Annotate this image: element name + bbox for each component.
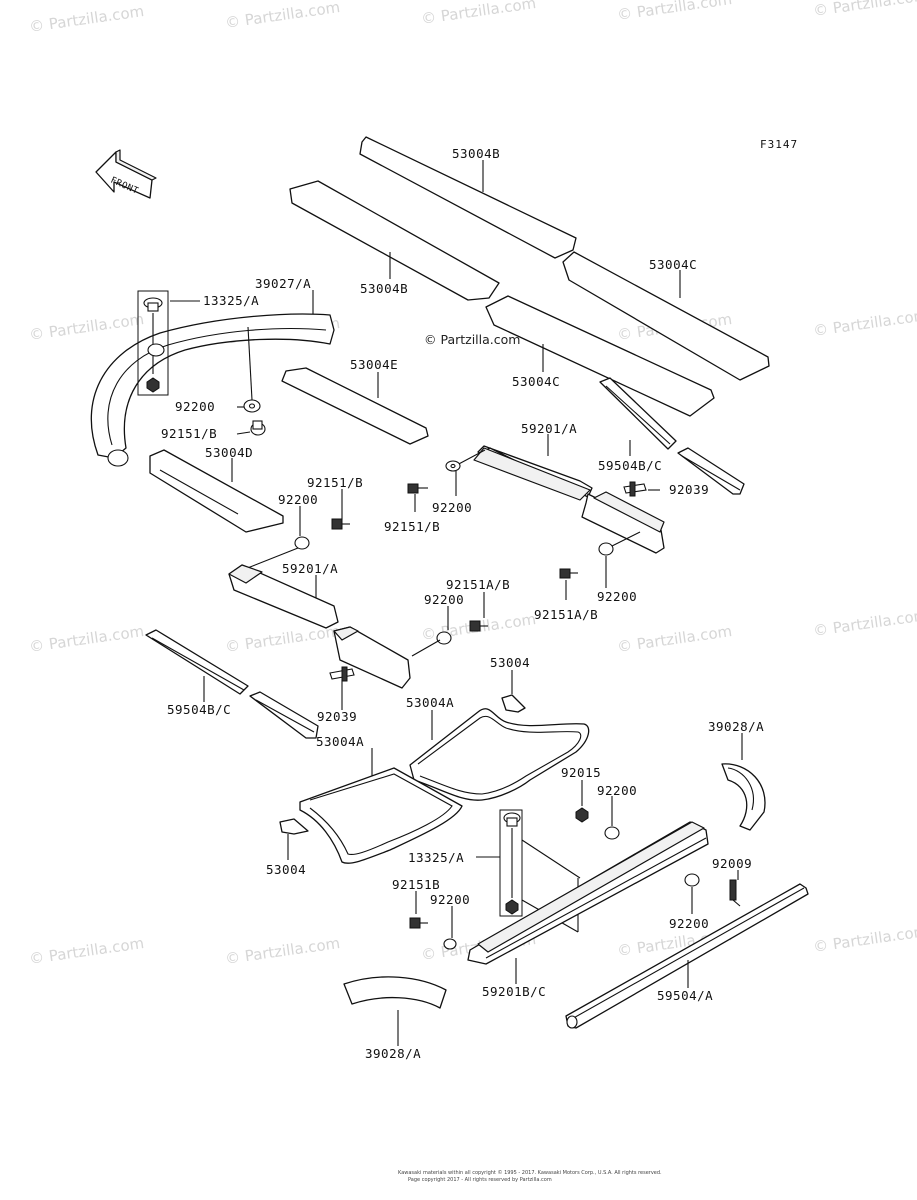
footer-line-2: Page copyright 2017 - All rights reserve… bbox=[408, 1177, 552, 1183]
pad-53004-small-a bbox=[501, 694, 526, 713]
rivet-92039-right bbox=[623, 481, 647, 497]
bolt-92151b-d bbox=[409, 917, 428, 929]
label-92200-e: 92200 bbox=[597, 589, 637, 604]
watermark: © Partzilla.com bbox=[812, 606, 917, 640]
label-59201a-right: 59201/A bbox=[521, 421, 577, 436]
corner-39028a-bottom bbox=[343, 976, 447, 1009]
label-53004-a: 53004 bbox=[490, 655, 530, 670]
label-59504bc-left: 59504B/C bbox=[167, 702, 231, 717]
label-59201bc: 59201B/C bbox=[482, 984, 546, 999]
label-53004b-top: 53004B bbox=[452, 146, 500, 161]
label-53004b-mid: 53004B bbox=[360, 281, 408, 296]
pad-53004b-lower bbox=[289, 180, 500, 301]
pad-53004e bbox=[281, 367, 429, 445]
label-92151b-b: 92151/B bbox=[307, 475, 363, 490]
part-labels: 53004B 53004B 53004C 53004C 39027/A 1332… bbox=[161, 146, 764, 1061]
center-watermark: © Partzilla.com bbox=[424, 332, 520, 347]
label-92015: 92015 bbox=[561, 765, 601, 780]
label-92200-g: 92200 bbox=[430, 892, 470, 907]
rivet-92039-left bbox=[329, 666, 355, 682]
washer-92200-g bbox=[684, 873, 700, 887]
bracket-59201a-right bbox=[454, 445, 665, 554]
label-59201a-left: 59201/A bbox=[282, 561, 338, 576]
trim-59504bc-left bbox=[145, 629, 319, 739]
pad-53004b-top bbox=[359, 136, 577, 259]
figure-code: F3147 bbox=[760, 138, 798, 151]
label-53004e: 53004E bbox=[350, 357, 398, 372]
bracket-59201bc bbox=[467, 821, 709, 965]
label-92200-b: 92200 bbox=[432, 500, 472, 515]
corner-39028a-right bbox=[721, 763, 766, 831]
bolt-92151b-c bbox=[331, 518, 350, 530]
watermark: © Partzilla.com bbox=[812, 922, 917, 956]
label-59504bc-right: 59504B/C bbox=[598, 458, 662, 473]
label-13325a-bottom: 13325/A bbox=[408, 850, 464, 865]
front-arrow-icon: FRONT bbox=[95, 149, 157, 199]
label-92009: 92009 bbox=[712, 856, 752, 871]
label-92151b-a: 92151/B bbox=[161, 426, 217, 441]
bolt-92151ab-a bbox=[469, 620, 488, 632]
pad-53004c-mid bbox=[485, 295, 715, 417]
label-92039-right: 92039 bbox=[669, 482, 709, 497]
label-92200-d: 92200 bbox=[424, 592, 464, 607]
watermark: © Partzilla.com bbox=[616, 622, 733, 656]
screw-92009 bbox=[729, 879, 741, 907]
trim-59504bc-right bbox=[599, 377, 745, 495]
label-59504a: 59504/A bbox=[657, 988, 713, 1003]
label-92151ab-a: 92151A/B bbox=[446, 577, 510, 592]
bumper-39027a bbox=[90, 313, 335, 467]
label-92200-a: 92200 bbox=[175, 399, 215, 414]
watermark: © Partzilla.com bbox=[224, 0, 341, 32]
mat-53004a-upper bbox=[409, 708, 590, 801]
washer-92200-a bbox=[243, 326, 261, 413]
label-92200-c: 92200 bbox=[278, 492, 318, 507]
fastener-13325a-bottom bbox=[499, 809, 581, 933]
label-13325a-top: 13325/A bbox=[203, 293, 259, 308]
label-39027a: 39027/A bbox=[255, 276, 311, 291]
label-92151ab-b: 92151A/B bbox=[534, 607, 598, 622]
trim-59504a bbox=[565, 883, 809, 1029]
footer-line-1: Kawasaki materials within all copyright … bbox=[398, 1169, 662, 1176]
watermark: © Partzilla.com bbox=[28, 310, 145, 344]
watermark: © Partzilla.com bbox=[224, 934, 341, 968]
washer-92200-c bbox=[598, 542, 614, 556]
nut-92015 bbox=[575, 807, 589, 823]
label-53004d: 53004D bbox=[205, 445, 253, 460]
label-39028a-bottom: 39028/A bbox=[365, 1046, 421, 1061]
label-92039-left: 92039 bbox=[317, 709, 357, 724]
pad-53004-small-b bbox=[279, 818, 309, 835]
label-92151b-c: 92151/B bbox=[384, 519, 440, 534]
bolt-92151b-b bbox=[407, 483, 428, 494]
pad-53004d-edge bbox=[159, 469, 239, 515]
washer-92200-e bbox=[436, 631, 452, 645]
label-92151b-d: 92151B bbox=[392, 877, 440, 892]
bracket-59201a-left bbox=[228, 564, 411, 689]
label-53004c-right: 53004C bbox=[649, 257, 697, 272]
label-53004c-mid: 53004C bbox=[512, 374, 560, 389]
watermark: © Partzilla.com bbox=[28, 2, 145, 36]
washer-92200-f bbox=[604, 826, 620, 840]
watermark: © Partzilla.com bbox=[616, 0, 733, 24]
watermark: © Partzilla.com bbox=[28, 622, 145, 656]
watermark: © Partzilla.com bbox=[420, 0, 537, 28]
pad-53004c-right bbox=[562, 251, 770, 381]
label-92200-f: 92200 bbox=[597, 783, 637, 798]
watermark: © Partzilla.com bbox=[812, 306, 917, 340]
fastener-13325a-top bbox=[137, 290, 169, 396]
mat-53004a-lower bbox=[299, 767, 463, 864]
label-39028a-right: 39028/A bbox=[708, 719, 764, 734]
leader-lines bbox=[170, 160, 743, 1046]
washer-92200-h bbox=[443, 938, 457, 950]
label-53004a-a: 53004A bbox=[406, 695, 454, 710]
bolt-92151b-a bbox=[250, 420, 266, 436]
label-92200-h: 92200 bbox=[669, 916, 709, 931]
washer-92200-d bbox=[294, 536, 310, 550]
pad-53004d bbox=[149, 449, 284, 533]
watermark: © Partzilla.com bbox=[812, 0, 917, 20]
label-53004a-b: 53004A bbox=[316, 734, 364, 749]
label-53004-b: 53004 bbox=[266, 862, 306, 877]
bolt-92151ab-b bbox=[559, 568, 578, 579]
watermark: © Partzilla.com bbox=[28, 934, 145, 968]
